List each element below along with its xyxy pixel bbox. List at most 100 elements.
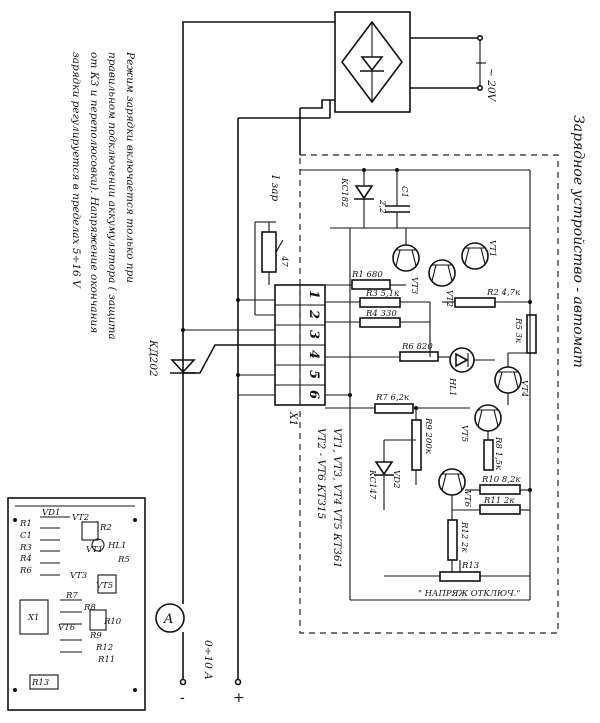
connector-label: X1 [287,411,299,426]
pcb-vt5: VT5 [96,581,113,591]
pcb-labels: VD1 R1 C1 R3 R4 R6 VT2 R2 VT1 HL1 R5 VT3… [19,508,130,688]
r11-label: R11 2к [483,496,515,506]
resistor-r1 [325,279,406,290]
resistor-r4 [325,317,430,328]
vd2-type: КС147 [367,469,377,500]
resistor-r7 [325,403,470,414]
pin-4: 4 [306,350,321,359]
r10-label: R10 8,2к [481,475,521,485]
plus-terminal: + [233,690,245,706]
c1-label: С1 [399,186,409,198]
pcb-r2: R2 [99,523,112,533]
pcb-c1: C1 [20,531,32,541]
vd2-label: VD2 [391,470,401,488]
transistor-vt4 [494,352,530,394]
main-diode-label: КД202 [147,339,159,377]
transistor-types-1: VT1, VT3, VT4 VT5 КТ361 [331,428,343,568]
pin-3: 3 [306,330,321,339]
resistor-r6 [325,351,450,362]
charge-label: I зар [269,174,281,201]
supply-wires [410,34,486,92]
led-hl1 [449,347,495,373]
r8-label: R8 1,5к [493,436,503,471]
pcb-r5: R5 [117,555,130,565]
transistor-vt5 [474,404,502,432]
ammeter-symbol: A [163,612,173,627]
transistor-vt6 [438,468,466,496]
pin-2: 2 [306,309,321,319]
r7-label: R7 6,2к [375,393,410,403]
vt4-label: VT4 [519,380,529,397]
pcb-vt6: VT6 [58,623,76,633]
pcb-layout [7,497,146,711]
voltage-off-label: " НАПРЯЖ ОТКЛЮЧ." [418,589,520,599]
transistor-vt1 [461,242,489,270]
vt6-label: VT6 [462,490,472,508]
automat-block-outline [299,154,559,634]
r13-label: R13 [461,561,479,571]
connector-wires-left [181,298,275,396]
pcb-vt2: VT2 [72,513,89,523]
pcb-r3: R3 [19,543,32,553]
ammeter [155,580,185,655]
resistor-r10 [465,484,530,495]
transistor-vt3 [392,228,420,272]
connector-pins: 1 2 3 4 5 6 [306,290,321,399]
r4-label: R4 330 [365,309,397,319]
ammeter-range: 0÷10 A [202,640,214,680]
r6-label: R6 820 [401,342,433,352]
description-line-4: зарядки регулируется в пределах 5÷16 V [70,52,82,289]
r1-label: R1 680 [351,270,383,280]
vt1-label: VT1 [487,240,497,257]
vt3-label: VT3 [409,277,419,294]
transistor-types-2: VT2 - VT6 КТ315 [315,428,327,520]
pin-5: 5 [306,370,321,379]
resistor-r5 [526,314,537,354]
resistor-r12 [447,495,458,572]
vt2-label: VT2 [444,290,454,307]
pcb-r7: R7 [65,591,78,601]
r12-label: R12 2к [459,521,469,553]
description-line-3: от КЗ и переполюсовки). Напряжение оконч… [88,52,100,333]
resistor-r8 [483,439,494,471]
pcb-hl1: HL1 [107,541,126,551]
pcb-r6: R6 [19,566,32,576]
vd1-label: КС182 [339,177,349,207]
supply-voltage-label: ~ 20V [485,68,497,102]
pcb-r1: R1 [19,519,32,529]
r2-label: R2 4,7к [486,288,521,298]
r3-label: R3 5,1к [365,289,400,299]
vt5-label: VT5 [459,425,469,442]
pot-47 [254,221,284,315]
pcb-r13: R13 [31,678,49,688]
misc-wiring [325,168,532,601]
description-line-2: правильном подключении аккумулятора ( за… [106,52,118,340]
pin-6: 6 [306,390,321,399]
diode-bridge [334,11,411,113]
c1-value: 2,2 [377,199,387,214]
resistor-r2 [442,297,530,308]
zener-vd1 [300,169,374,228]
pcb-r4: R4 [19,554,32,564]
pot-r13 [384,560,530,582]
hl1-label: HL1 [447,377,457,396]
title: Зарядное устройство - автомат [570,115,586,368]
resistor-r11 [452,504,530,515]
pcb-r12: R12 [95,643,113,653]
r5-label: R5 3к [513,317,523,344]
pcb-vd1: VD1 [42,508,60,518]
transistor-vt2 [428,259,456,287]
description-line-1: Режим зарядки включается только при [124,51,136,283]
capacitor-c1 [364,169,530,228]
pin-1: 1 [306,290,321,299]
pcb-vt3: VT3 [70,571,87,581]
pcb-r10: R10 [103,617,122,627]
pcb-r9: R9 [89,631,102,641]
description: Режим зарядки включается только при прав… [70,51,136,340]
resistor-r9 [411,408,422,485]
resistor-r3 [325,297,430,308]
pot-label: 47 [279,255,289,267]
zener-vd2 [374,440,394,510]
main-diode [170,320,275,374]
